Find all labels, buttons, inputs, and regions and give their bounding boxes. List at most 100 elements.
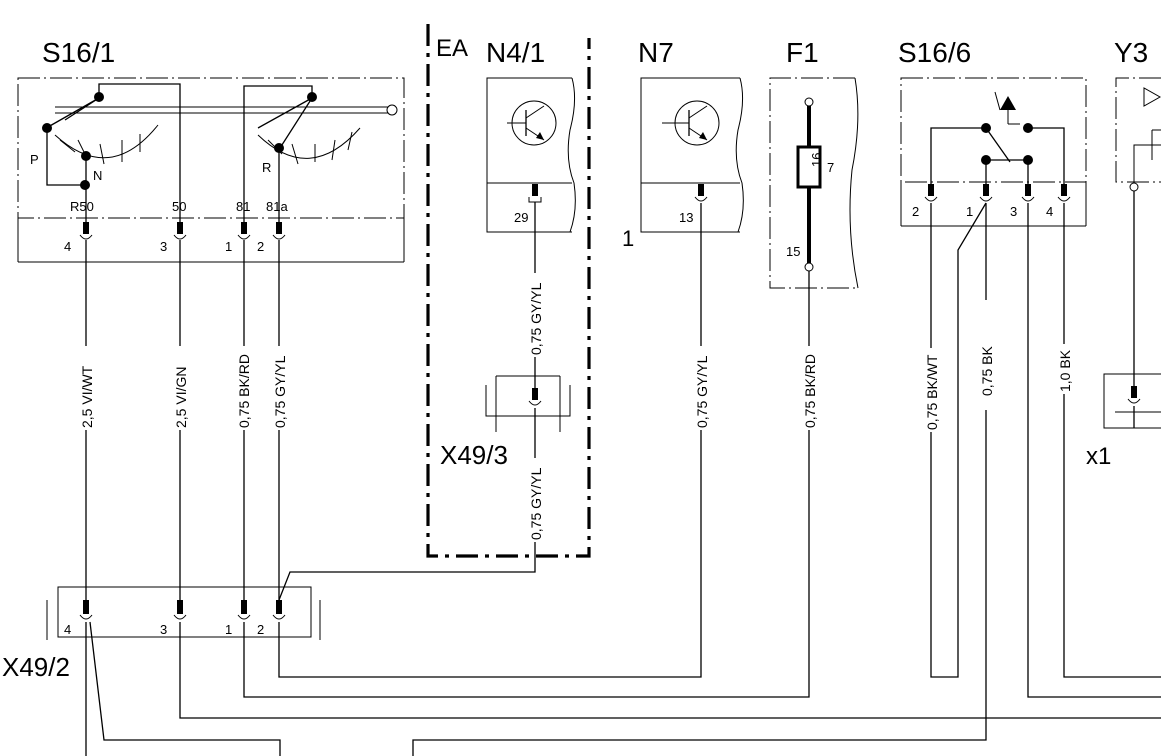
tick [291,143,299,165]
pin-socket [83,222,89,234]
n4-1-cut-edge [567,77,576,233]
actuator-link [994,91,1001,111]
x1-label: x1 [1086,443,1111,470]
n7-side-label: 1 [622,226,634,251]
ea-boundary [426,24,591,558]
tick [331,139,336,161]
wire-label-s16-6-4: 1,0 BK [1057,349,1073,392]
connector-x49-2: 4 3 1 2 X49/2 [2,586,321,682]
x49-2-pin-3: 3 [160,622,167,637]
n4-1-housing-top [486,77,572,184]
pin-socket [532,184,538,196]
valve-icon [1143,87,1161,107]
p-link [46,128,85,186]
fuse-number: 16 [809,153,824,167]
pin-socket [241,222,247,234]
wire-label-f1: 0,75 BK/RD [802,354,818,428]
x49-2-pin-2: 2 [257,622,264,637]
f1-label: F1 [786,37,819,68]
wiring [85,191,1161,756]
pin-socket-cup [528,197,542,203]
wire-label-r50: 2,5 VI/WT [79,365,95,428]
wire-label-s16-6-2: 0,75 BK/WT [924,354,940,430]
component-y3: Y3 [1114,37,1161,192]
fuse-terminal-top: 7 [827,160,834,175]
component-s16-1: S16/1 [17,37,405,263]
y3-housing [1115,77,1161,183]
n7-pin-13: 13 [679,210,693,225]
wire-label-81a: 0,75 GY/YL [272,355,288,428]
contact-arm [64,97,100,121]
n7-housing-bottom [640,183,740,233]
n7-cut-edge [735,77,744,233]
pin-socket [276,222,282,234]
connector-x49-3: X49/3 [440,375,571,470]
pin-socket [698,184,704,196]
x49-2-pins [79,600,286,620]
switch-blade [985,127,1011,163]
y3-internal [1133,144,1161,182]
transistor-icon [507,100,557,146]
selector-arc-right [257,127,361,159]
pin-socket [532,388,538,400]
selector-arc-left [54,124,159,159]
position-n-label: N [93,168,102,183]
pin-number-3: 3 [160,239,167,254]
wire-r50-out [89,621,281,756]
wire-s16-6-3 [1027,203,1161,698]
rod-end [386,104,398,116]
n4-1-pin-29: 29 [514,210,528,225]
x1-housing [1103,373,1161,429]
component-n7: N7 13 1 [622,37,744,251]
wire-label-s16-6-1: 0,75 BK [979,346,995,396]
pin-socket-cup [79,234,93,240]
tick [99,143,105,165]
wire-labels: 2,5 VI/WT 2,5 VI/GN 0,75 BK/RD 0,75 GY/Y… [79,273,1074,542]
position-p-label: P [30,152,39,167]
f1-cut-edge [849,77,859,289]
fuse-terminal-bottom: 15 [786,244,800,259]
transistor-icon [662,100,720,146]
s16-1-label: S16/1 [42,37,115,68]
x49-3-housing [485,385,571,417]
tick [347,131,353,151]
pin-socket-cup [528,400,542,406]
connector-x1: x1 [1086,373,1161,470]
s16-6-pin-1: 1 [966,204,973,219]
f1-housing [769,77,855,289]
switch-contact [1023,155,1033,165]
n4-1-label: N4/1 [486,37,545,68]
wire-50-out [179,622,1161,719]
pin-name-81a: 81a [266,199,288,214]
wire-50-internal [98,83,181,226]
tick [59,139,76,153]
pin-socket [1131,386,1137,398]
x49-2-housing [57,586,312,638]
y3-label: Y3 [1114,37,1148,68]
pin-socket-cup [173,234,187,240]
wire-s16-6-4 [1063,203,1161,678]
pin-socket-cup [1127,398,1141,404]
wire-label-n4-1-upper: 0,75 GY/YL [528,282,544,355]
pin-socket-cup [694,196,708,202]
n7-label: N7 [638,37,674,68]
wire-n7-13 [278,203,702,678]
s16-6-label: S16/6 [898,37,971,68]
component-n4-1: N4/1 29 [486,37,576,233]
switch-contact [981,155,991,165]
x49-2-pin-4: 4 [64,622,71,637]
pin-name-81: 81 [236,199,250,214]
switch-line [930,127,986,190]
pin-number-4: 4 [64,239,71,254]
switch-line [1028,127,1065,190]
wire-n4-1-lower [278,408,536,601]
pin-socket-cup [272,234,286,240]
component-f1: F1 16 7 15 [769,37,859,289]
x49-3-label: X49/3 [440,440,508,470]
wire-label-n4-1-lower: 0,75 GY/YL [528,467,544,540]
contact-arm [279,97,313,149]
s16-1-housing [17,77,405,219]
s16-6-pin-2: 2 [912,204,919,219]
ea-label: EA [436,35,468,62]
